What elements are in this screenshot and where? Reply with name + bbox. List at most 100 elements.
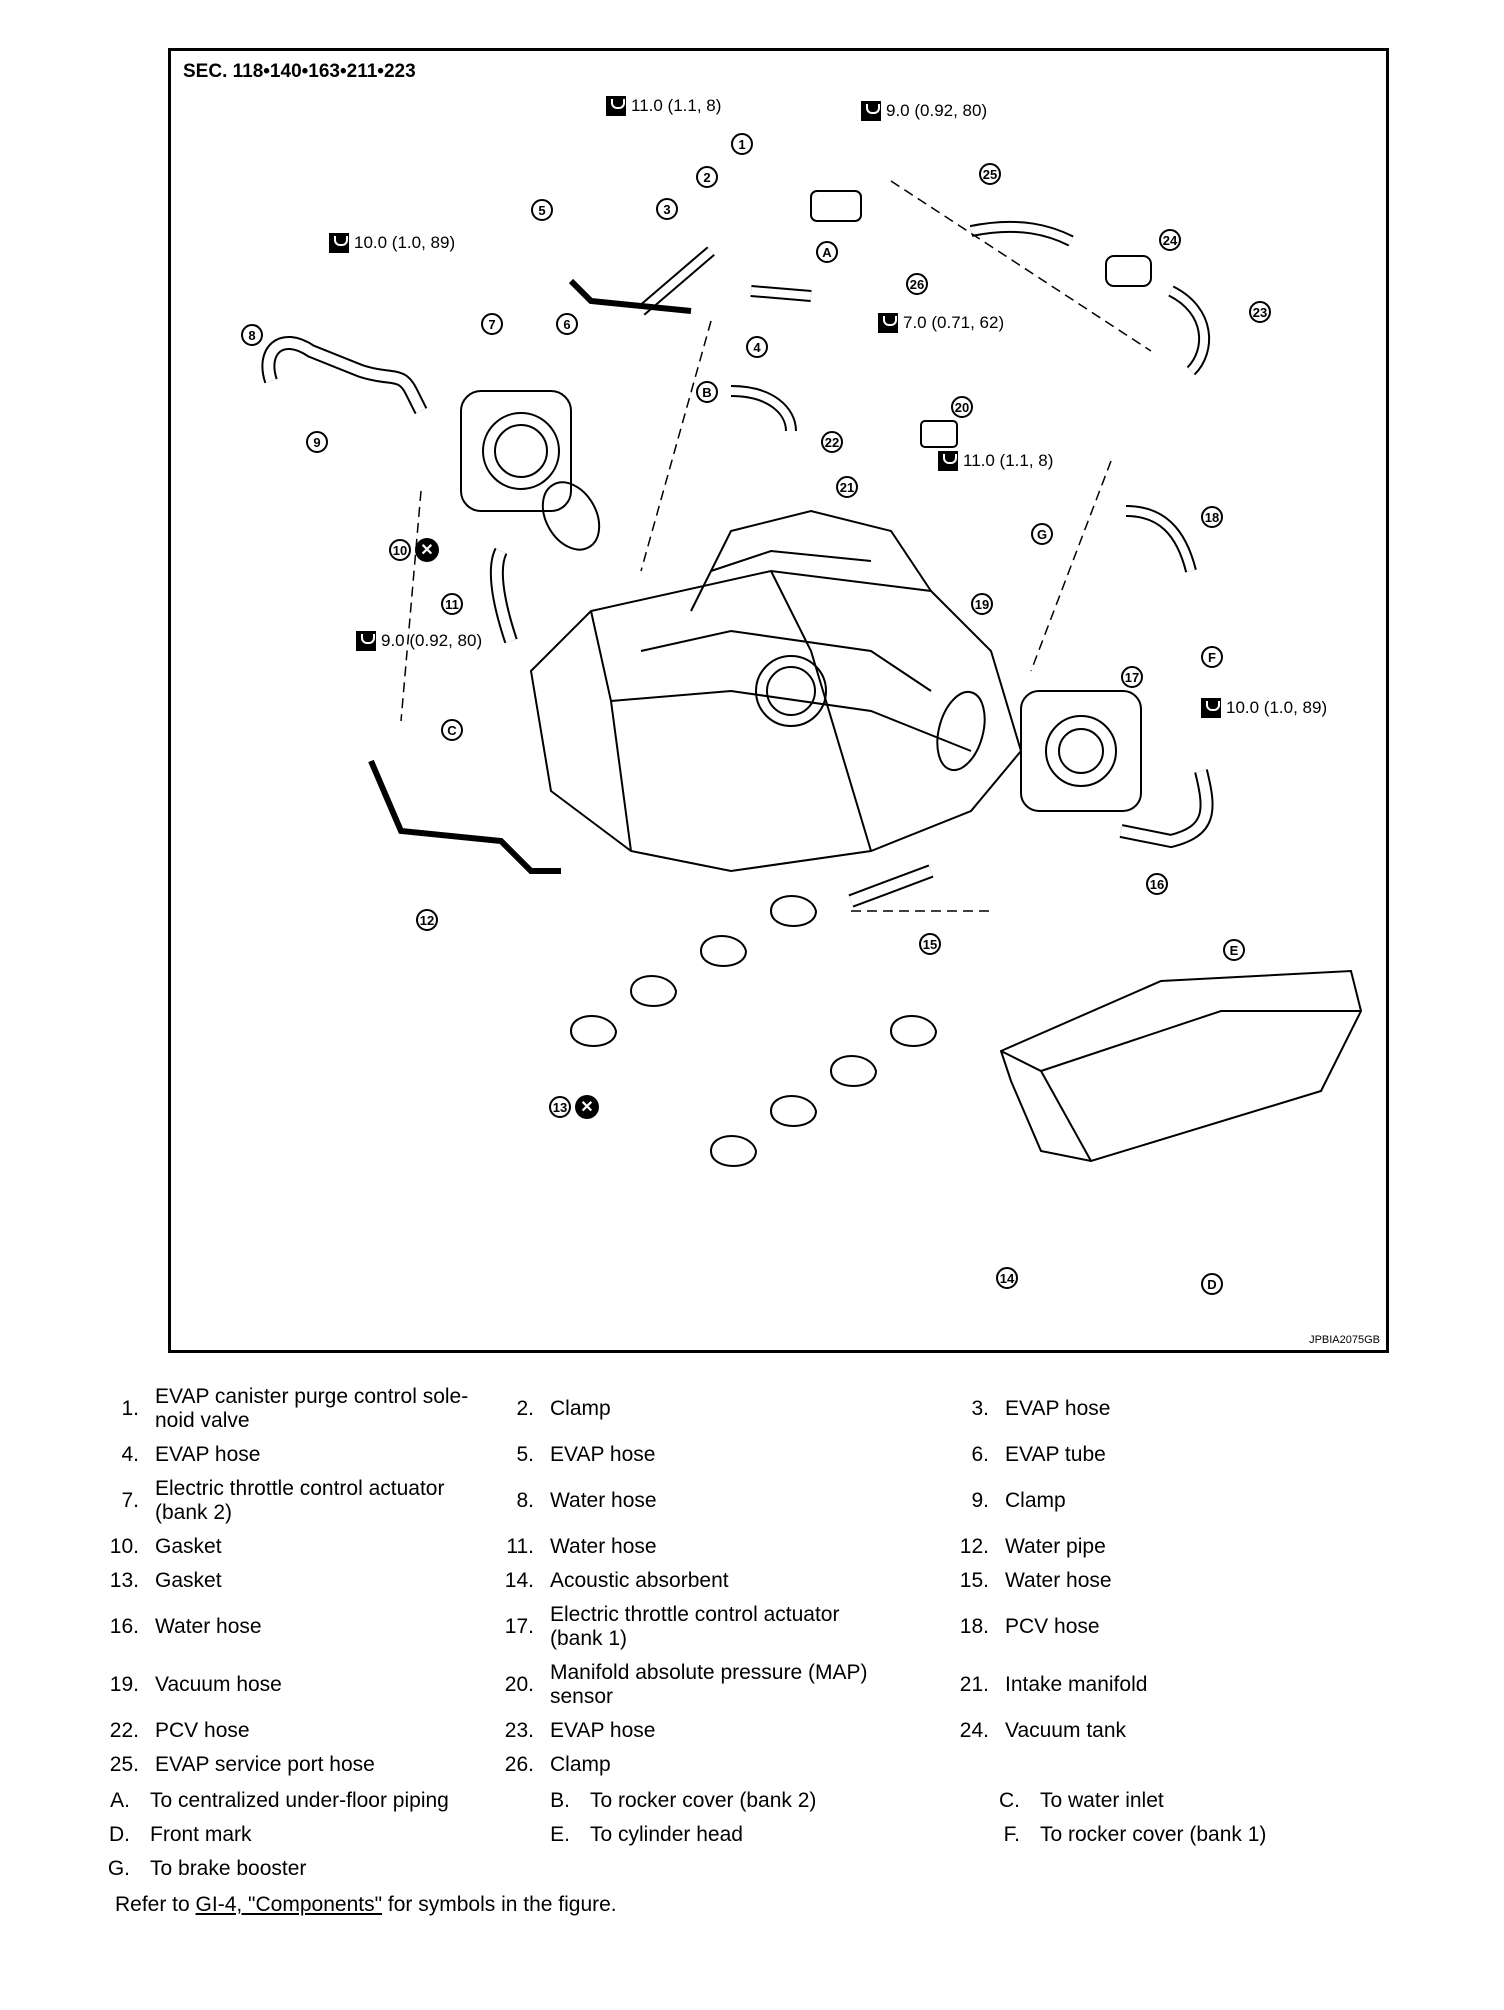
purge-valve	[810, 190, 862, 222]
legend-num: 11.	[506, 1535, 534, 1558]
legend-label: EVAP service port hose	[155, 1753, 375, 1776]
legend-label: Vacuum hose	[155, 1673, 282, 1696]
callout-D: D	[1201, 1273, 1223, 1295]
callout-E: E	[1223, 939, 1245, 961]
legend-label: Clamp	[1005, 1489, 1066, 1512]
legend-num: 23.	[504, 1719, 534, 1742]
callout-23: 23	[1249, 301, 1271, 323]
water-pipe-12	[368, 759, 561, 874]
legend-label: To rocker cover (bank 2)	[590, 1789, 817, 1812]
legend-label: EVAP hose	[155, 1443, 261, 1466]
callout-12: 12	[416, 909, 438, 931]
torque-spec: 11.0 (1.1, 8)	[938, 451, 1053, 471]
do-not-reuse-icon: ✕	[575, 1095, 599, 1119]
legend-label: EVAP canister purge control sole- noid v…	[155, 1385, 469, 1432]
callout-19: 19	[971, 593, 993, 615]
callout-4: 4	[746, 336, 768, 358]
callout-18: 18	[1201, 506, 1223, 528]
legend-label: EVAP hose	[1005, 1397, 1111, 1420]
legend-label: Clamp	[550, 1753, 611, 1776]
legend-label: Electric throttle control actuator (bank…	[155, 1477, 445, 1524]
legend-label: Front mark	[150, 1823, 252, 1846]
callout-1: 1	[731, 133, 753, 155]
throttle-actuator-bank2	[460, 390, 572, 512]
callout-26: 26	[906, 273, 928, 295]
legend-label: PCV hose	[155, 1719, 250, 1742]
legend-letter: G.	[107, 1857, 130, 1880]
callout-25: 25	[979, 163, 1001, 185]
legend-num: 2.	[516, 1397, 534, 1420]
legend-label: Water hose	[1005, 1569, 1112, 1592]
do-not-reuse-icon: ✕	[415, 538, 439, 562]
legend-label: Acoustic absorbent	[550, 1569, 729, 1592]
callout-21: 21	[836, 476, 858, 498]
callout-10: 10	[389, 539, 411, 561]
legend-num: 1.	[121, 1397, 139, 1420]
legend-num: 4.	[121, 1443, 139, 1466]
legend-num: 26.	[504, 1753, 534, 1776]
legend-label: PCV hose	[1005, 1615, 1100, 1638]
legend-num: 6.	[971, 1443, 989, 1466]
legend-label: To water inlet	[1040, 1789, 1164, 1812]
legend-num: 18.	[959, 1615, 989, 1638]
map-sensor	[920, 420, 958, 448]
legend-num: 22.	[109, 1719, 139, 1742]
legend-num: 7.	[121, 1489, 139, 1512]
torque-wrench-icon	[938, 451, 958, 471]
callout-C: C	[441, 719, 463, 741]
components-link[interactable]: GI-4, "Components"	[195, 1893, 383, 1916]
callout-24: 24	[1159, 229, 1181, 251]
torque-wrench-icon	[1201, 698, 1221, 718]
legend-num: 14.	[504, 1569, 534, 1592]
legend-num: 15.	[959, 1569, 989, 1592]
callout-13: 13	[549, 1096, 571, 1118]
legend-label: Water hose	[155, 1615, 262, 1638]
legend-num: 5.	[516, 1443, 534, 1466]
legend-letter: C.	[999, 1789, 1020, 1812]
callout-14: 14	[996, 1267, 1018, 1289]
throttle-actuator-bank1	[1020, 690, 1142, 812]
callout-22: 22	[821, 431, 843, 453]
legend-label: Clamp	[550, 1397, 611, 1420]
diagram-drawing	[261, 180, 1363, 1167]
torque-wrench-icon	[356, 631, 376, 651]
callout-20: 20	[951, 396, 973, 418]
vacuum-tank	[1105, 255, 1152, 287]
legend-label: Gasket	[155, 1535, 222, 1558]
legend-letter: A.	[110, 1789, 130, 1812]
callout-17: 17	[1121, 666, 1143, 688]
torque-wrench-icon	[329, 233, 349, 253]
callout-B: B	[696, 381, 718, 403]
legend-num: 19.	[109, 1673, 139, 1696]
legend-label: Gasket	[155, 1569, 222, 1592]
callout-5: 5	[531, 199, 553, 221]
legend: 1. EVAP canister purge control sole- noid…	[100, 1385, 1400, 1917]
legend-num: 3.	[971, 1397, 989, 1420]
legend-num: 9.	[971, 1489, 989, 1512]
acoustic-absorbent	[999, 969, 1363, 1163]
legend-num: 17.	[504, 1615, 534, 1638]
callout-3: 3	[656, 198, 678, 220]
legend-num: 25.	[109, 1753, 139, 1776]
legend-num: 24.	[959, 1719, 989, 1742]
port-gaskets	[569, 895, 938, 1167]
torque-wrench-icon	[861, 101, 881, 121]
legend-label: EVAP hose	[550, 1443, 656, 1466]
legend-letter: B.	[550, 1789, 570, 1812]
torque-spec: 9.0 (0.92, 80)	[861, 101, 987, 121]
legend-num: 8.	[516, 1489, 534, 1512]
legend-label: Water pipe	[1005, 1535, 1106, 1558]
legend-label: Water hose	[550, 1489, 657, 1512]
torque-spec: 10.0 (1.0, 89)	[329, 233, 455, 253]
evap-tube-6	[568, 278, 692, 314]
torque-spec: 10.0 (1.0, 89)	[1201, 698, 1327, 718]
refer-note: Refer to GI-4, "Components" for symbols …	[115, 1893, 617, 1916]
legend-letter: E.	[550, 1823, 570, 1846]
legend-label: To cylinder head	[590, 1823, 743, 1846]
callout-6: 6	[556, 313, 578, 335]
section-title: SEC. 118•140•163•211•223	[183, 61, 416, 82]
legend-num: 21.	[959, 1673, 989, 1696]
callout-G: G	[1031, 523, 1053, 545]
legend-letter: F.	[1003, 1823, 1020, 1846]
callout-15: 15	[919, 933, 941, 955]
